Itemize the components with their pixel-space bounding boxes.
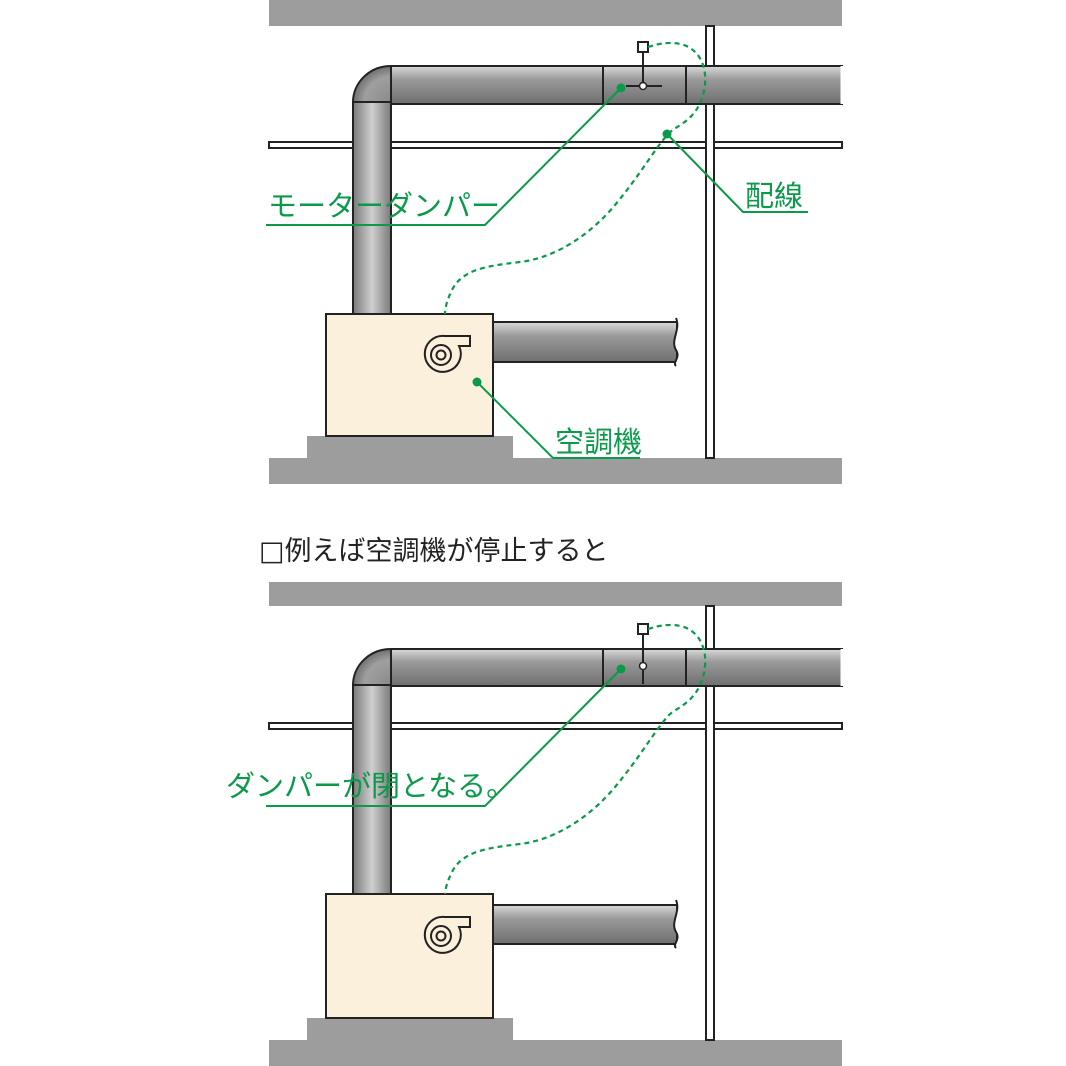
fan-icon — [423, 334, 471, 373]
leader-lines — [266, 87, 808, 459]
ceiling-bar — [268, 141, 843, 149]
motor-damper-label: モーターダンパー — [268, 189, 500, 223]
caption: □例えば空調機が停止すると — [259, 536, 609, 567]
ceiling-bar — [268, 722, 843, 730]
wiring — [443, 41, 707, 315]
air-conditioner-unit — [325, 313, 494, 437]
supply-duct — [492, 899, 690, 949]
vertical-pipe — [705, 25, 715, 459]
ceiling-slab — [269, 0, 842, 26]
supply-duct — [492, 317, 690, 367]
air-conditioner-label: 空調機 — [555, 425, 642, 459]
motor-damper — [626, 41, 662, 91]
wiring — [443, 623, 707, 895]
damper-closed-label: ダンパーが閉となる。 — [226, 769, 515, 803]
unit-base — [307, 1018, 513, 1040]
floor-slab — [269, 1040, 842, 1066]
panel-top: モーターダンパー 配線 空調機 — [266, 0, 844, 484]
ceiling-slab — [269, 582, 842, 606]
panel-bottom: ダンパーが閉となる。 — [226, 582, 844, 1066]
wiring-label: 配線 — [745, 179, 803, 213]
vertical-pipe — [705, 605, 715, 1041]
duct — [351, 64, 844, 315]
fan-icon — [423, 915, 471, 954]
floor-slab — [269, 458, 842, 484]
unit-base — [307, 436, 513, 458]
air-conditioner-unit — [325, 893, 494, 1019]
leader-lines — [266, 668, 622, 807]
